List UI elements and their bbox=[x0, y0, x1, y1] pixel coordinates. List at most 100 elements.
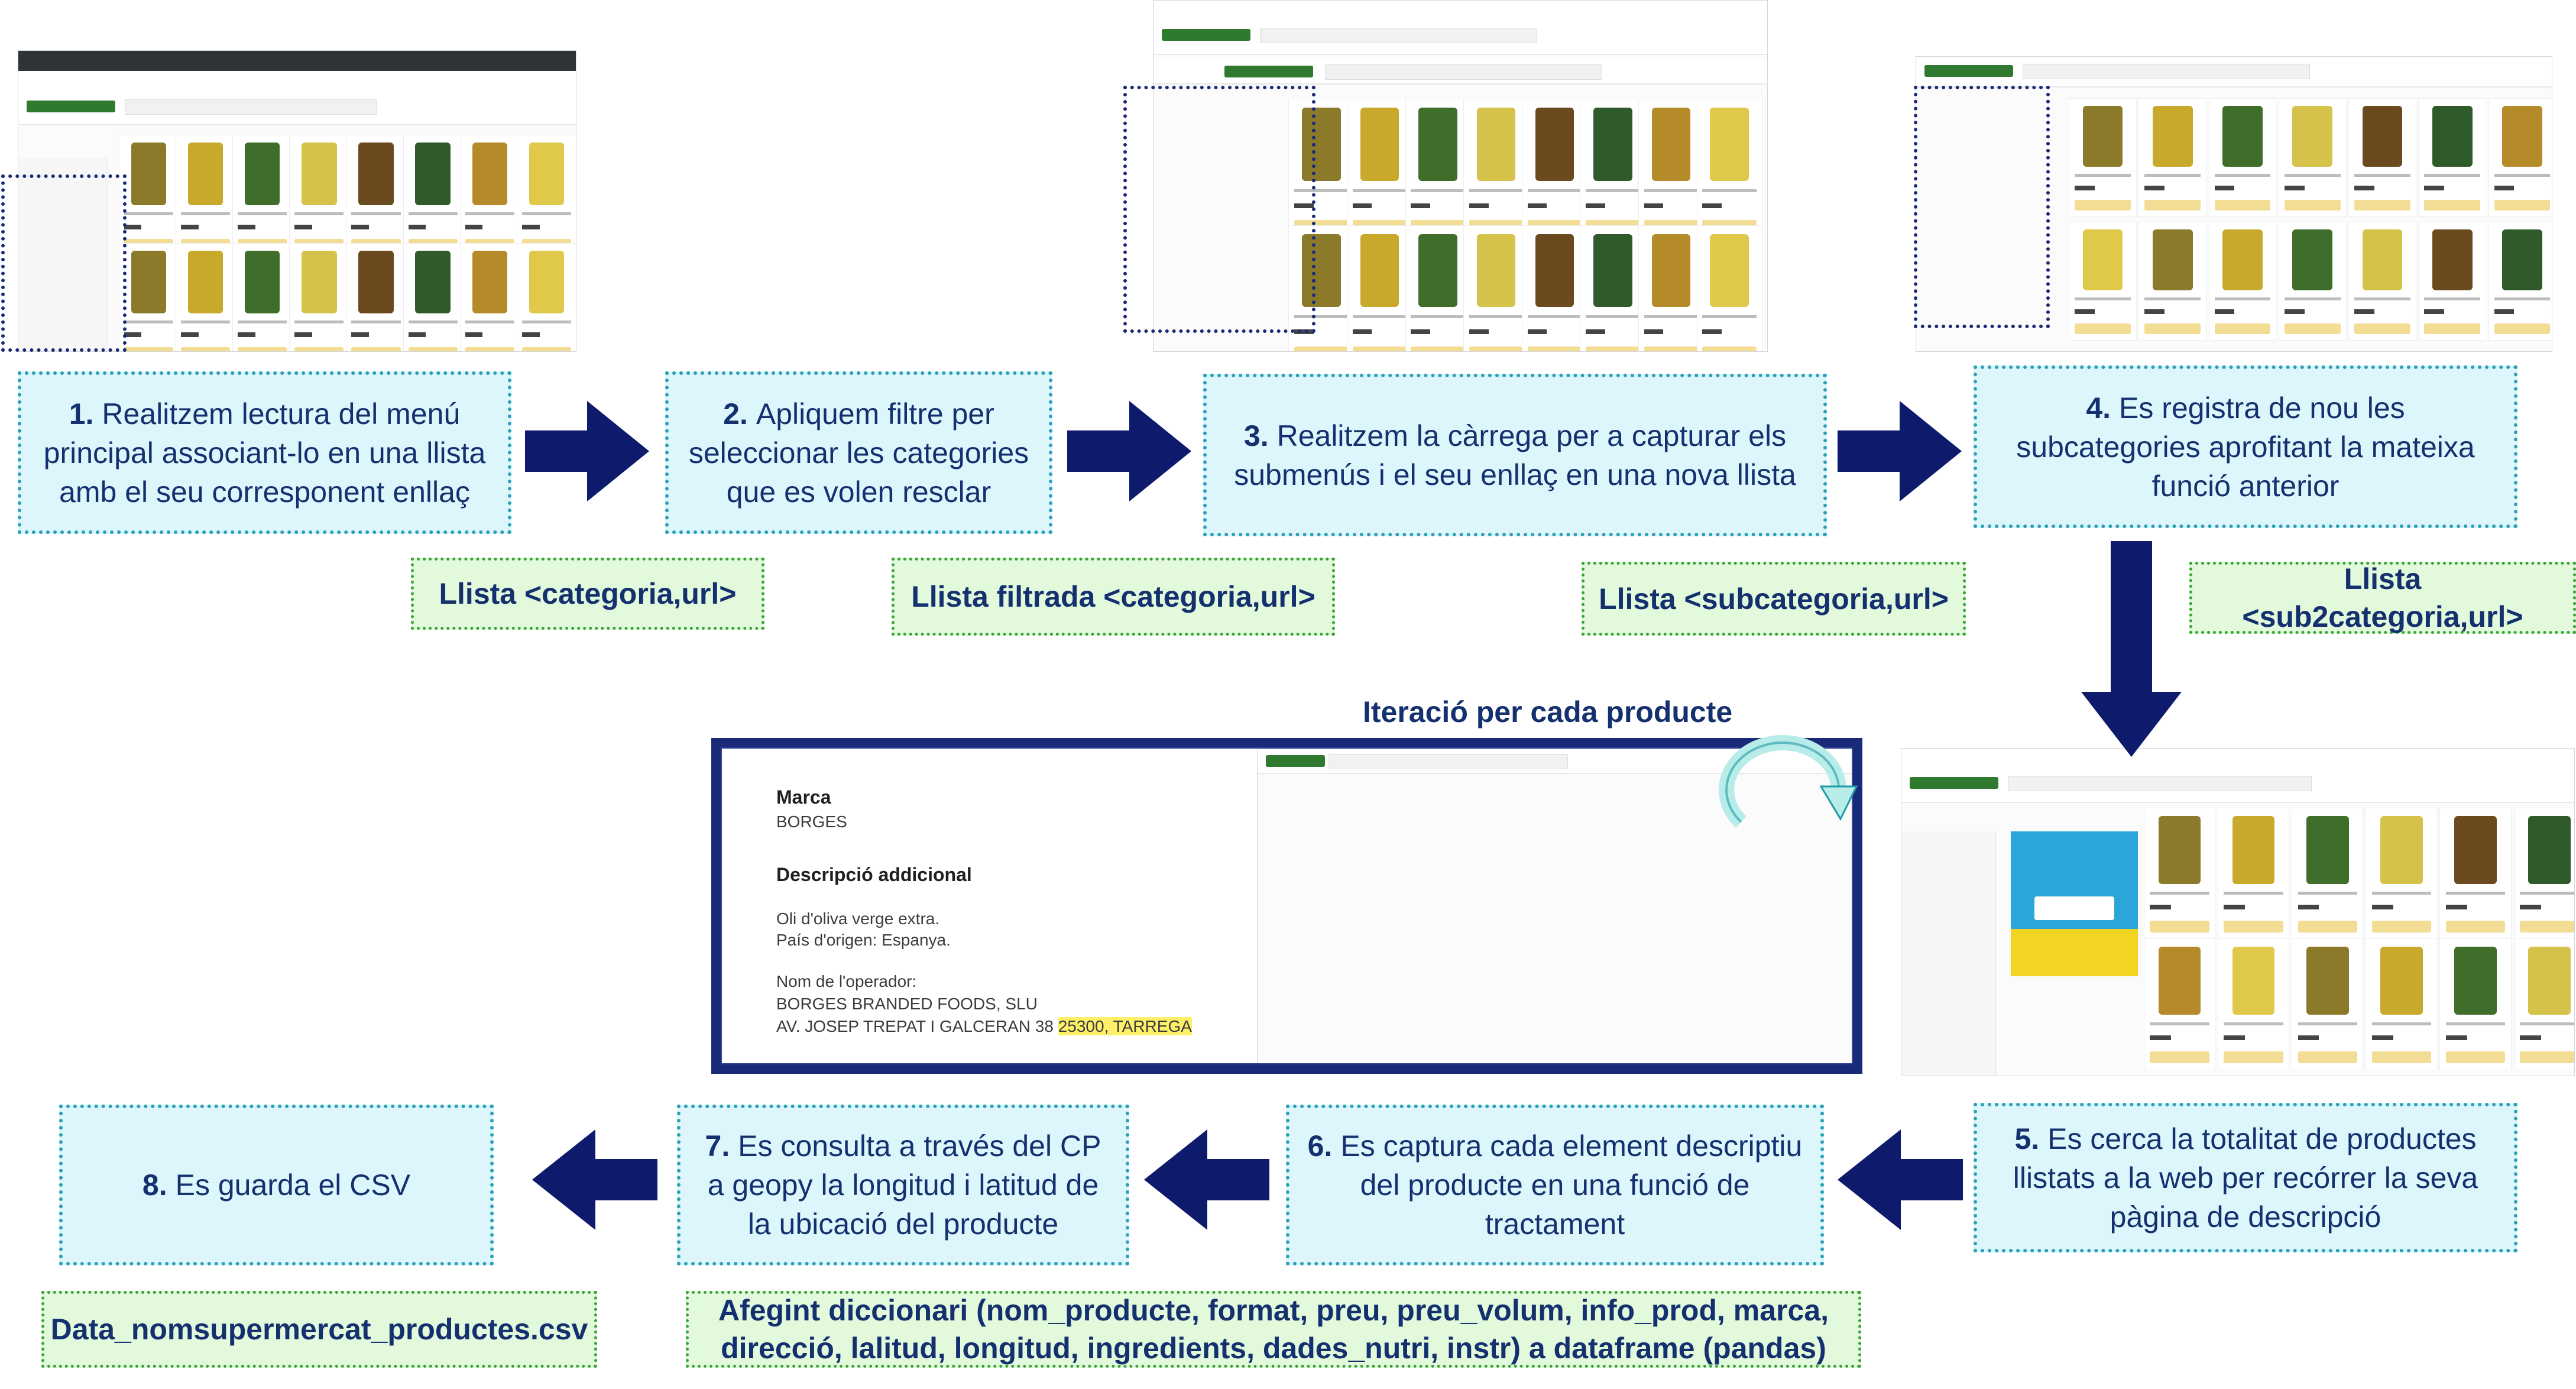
product-price bbox=[180, 224, 199, 229]
highlight-menu-box bbox=[1, 174, 127, 352]
product-price bbox=[2445, 1035, 2467, 1041]
product-title-line bbox=[408, 320, 458, 324]
product-image bbox=[131, 251, 166, 313]
product-price bbox=[1411, 329, 1430, 335]
product-tile bbox=[289, 135, 349, 257]
product-image bbox=[472, 143, 508, 206]
product-tile bbox=[1405, 99, 1471, 241]
product-tile bbox=[1405, 225, 1471, 351]
product-tile bbox=[2488, 221, 2552, 341]
product-tile bbox=[2366, 807, 2438, 940]
product-title-line bbox=[1644, 315, 1699, 319]
product-tile bbox=[118, 135, 179, 257]
product-image bbox=[1535, 234, 1574, 307]
step-7-number: 7. bbox=[705, 1129, 730, 1163]
product-tile bbox=[403, 135, 463, 257]
screenshot-subcategory-page bbox=[1916, 56, 2552, 352]
step-3-box: 3.Realitzem la càrrega per a capturar el… bbox=[1203, 374, 1827, 536]
product-tile bbox=[346, 135, 406, 257]
product-price bbox=[1644, 203, 1664, 208]
product-title-line bbox=[2214, 297, 2271, 301]
product-price bbox=[1644, 329, 1664, 335]
product-image bbox=[302, 143, 337, 206]
product-image bbox=[1302, 234, 1341, 307]
product-image bbox=[2380, 815, 2423, 884]
product-title-line bbox=[2520, 892, 2574, 895]
product-tile bbox=[2348, 98, 2416, 217]
product-price bbox=[2494, 309, 2515, 315]
product-image bbox=[2380, 947, 2423, 1015]
product-price bbox=[2150, 905, 2172, 910]
product-title-line bbox=[1702, 189, 1757, 192]
product-title-line bbox=[2424, 297, 2481, 301]
product-detail-panel: Marca BORGES Descripció addicional Oli d… bbox=[711, 738, 1862, 1074]
product-tile bbox=[2208, 98, 2277, 217]
product-tile bbox=[459, 243, 520, 351]
arrow-step5-to-step6 bbox=[1838, 1129, 1963, 1230]
add-to-cart-button bbox=[2214, 323, 2271, 335]
product-tile bbox=[1463, 225, 1530, 351]
product-image bbox=[415, 143, 451, 206]
product-title-line bbox=[2424, 174, 2481, 177]
product-title-line bbox=[1469, 315, 1524, 319]
step-2-text: Apliquem filtre per seleccionar les cate… bbox=[688, 397, 1029, 509]
product-tile bbox=[2069, 221, 2137, 341]
add-to-cart-button bbox=[521, 347, 572, 351]
arrow-step1-to-step2 bbox=[525, 401, 649, 501]
product-tile bbox=[2348, 221, 2416, 341]
product-tile bbox=[2439, 938, 2512, 1070]
arrow-step3-to-step4 bbox=[1838, 401, 1962, 501]
step-8-number: 8. bbox=[142, 1168, 167, 1202]
product-image bbox=[1360, 108, 1399, 181]
product-image bbox=[2362, 229, 2403, 291]
product-price bbox=[2424, 186, 2445, 191]
product-title-line bbox=[408, 212, 458, 216]
add-to-cart-button bbox=[124, 347, 173, 351]
product-price bbox=[521, 332, 540, 338]
brand-heading: Marca bbox=[776, 786, 831, 808]
step-4-number: 4. bbox=[2086, 391, 2111, 425]
iteration-title: Iteració per cada producte bbox=[1363, 695, 1733, 729]
product-image bbox=[1418, 234, 1457, 307]
product-price bbox=[351, 224, 370, 229]
product-title-line bbox=[2445, 892, 2506, 895]
product-image bbox=[187, 251, 223, 313]
step-2-box: 2.Apliquem filtre per seleccionar les ca… bbox=[665, 371, 1052, 534]
product-title-line bbox=[2494, 297, 2551, 301]
product-title-line bbox=[1702, 315, 1757, 319]
product-price bbox=[2075, 186, 2095, 191]
product-tile bbox=[517, 243, 576, 351]
product-image bbox=[131, 143, 166, 206]
product-image bbox=[1710, 108, 1749, 181]
product-price bbox=[465, 332, 483, 338]
product-image bbox=[244, 251, 280, 313]
product-title-line bbox=[2144, 174, 2201, 177]
product-tile bbox=[1288, 99, 1355, 241]
product-image bbox=[2432, 105, 2473, 167]
product-price bbox=[2224, 1035, 2246, 1041]
product-tile bbox=[403, 243, 463, 351]
product-tile bbox=[1346, 99, 1412, 241]
add-to-cart-button bbox=[2354, 323, 2410, 335]
product-price bbox=[2424, 309, 2445, 315]
product-tile bbox=[1521, 99, 1587, 241]
add-to-cart-button bbox=[180, 347, 231, 351]
product-image bbox=[1651, 234, 1691, 307]
add-to-cart-button bbox=[408, 347, 458, 351]
step-7-text: Es consulta a través del CP a geopy la l… bbox=[707, 1129, 1101, 1241]
product-price bbox=[2284, 309, 2305, 315]
product-tile bbox=[1696, 225, 1762, 351]
product-tile bbox=[2143, 938, 2216, 1070]
product-title-line bbox=[2445, 1022, 2506, 1026]
product-price bbox=[2371, 1035, 2393, 1041]
product-image bbox=[1651, 108, 1691, 181]
add-to-cart-button bbox=[1586, 346, 1640, 351]
product-tile bbox=[1580, 225, 1646, 351]
product-image bbox=[2528, 815, 2571, 884]
operator-street: AV. JOSEP TREPAT I GALCERAN 38 bbox=[776, 1017, 1058, 1035]
product-image bbox=[2454, 815, 2497, 884]
product-price bbox=[1527, 203, 1547, 208]
step-7-box: 7.Es consulta a través del CP a geopy la… bbox=[677, 1105, 1129, 1265]
add-to-cart-button bbox=[2520, 920, 2574, 933]
product-image bbox=[2454, 947, 2497, 1015]
